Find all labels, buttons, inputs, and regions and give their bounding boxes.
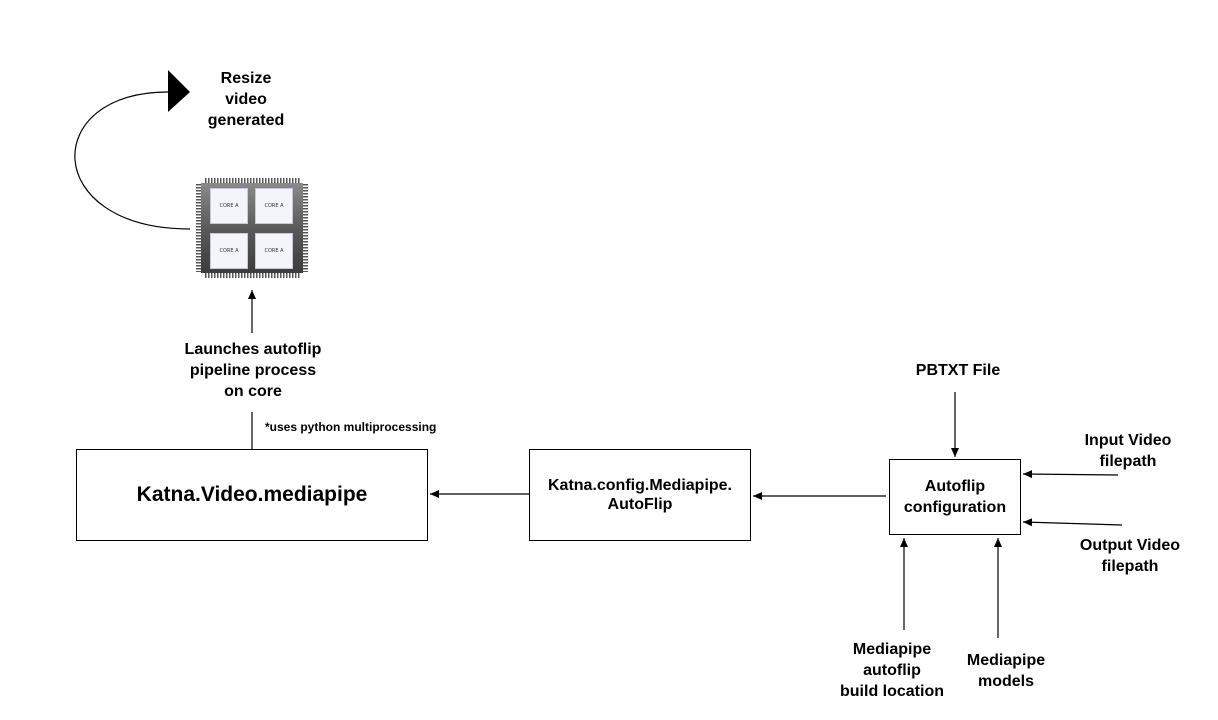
core-a-4: CORE A — [255, 233, 293, 269]
core-a-2: CORE A — [255, 188, 293, 224]
loop-arrowhead — [168, 70, 190, 112]
mediapipe-build-location-label: Mediapipe autoflip build location — [840, 641, 944, 700]
arrow-output-video — [1022, 518, 1123, 527]
katna-config-autoflip-box: Katna.config.Mediapipe. AutoFlip — [529, 449, 751, 541]
mediapipe-models-label: Mediapipe models — [966, 652, 1046, 690]
katna-video-mediapipe-box: Katna.Video.mediapipe — [76, 449, 428, 541]
output-video-filepath-label: Output Video filepath — [1079, 537, 1181, 575]
curved-arrow-icon — [74, 91, 191, 230]
multiprocessing-note: *uses python multiprocessing — [265, 420, 437, 434]
cpu-chip-icon: CORE A CORE A CORE A CORE A — [196, 178, 308, 278]
core-a-1: CORE A — [210, 188, 248, 224]
arrow-input-video — [1022, 470, 1119, 479]
core-a-3: CORE A — [210, 233, 248, 269]
pbtxt-file-label: PBTXT File — [915, 362, 1001, 379]
launch-pipeline-label: Launches autoflip pipeline process on co… — [184, 341, 322, 400]
resize-video-label: Resize video generated — [207, 70, 285, 129]
input-video-filepath-label: Input Video filepath — [1084, 432, 1172, 470]
autoflip-configuration-box: Autoflip configuration — [889, 459, 1021, 535]
